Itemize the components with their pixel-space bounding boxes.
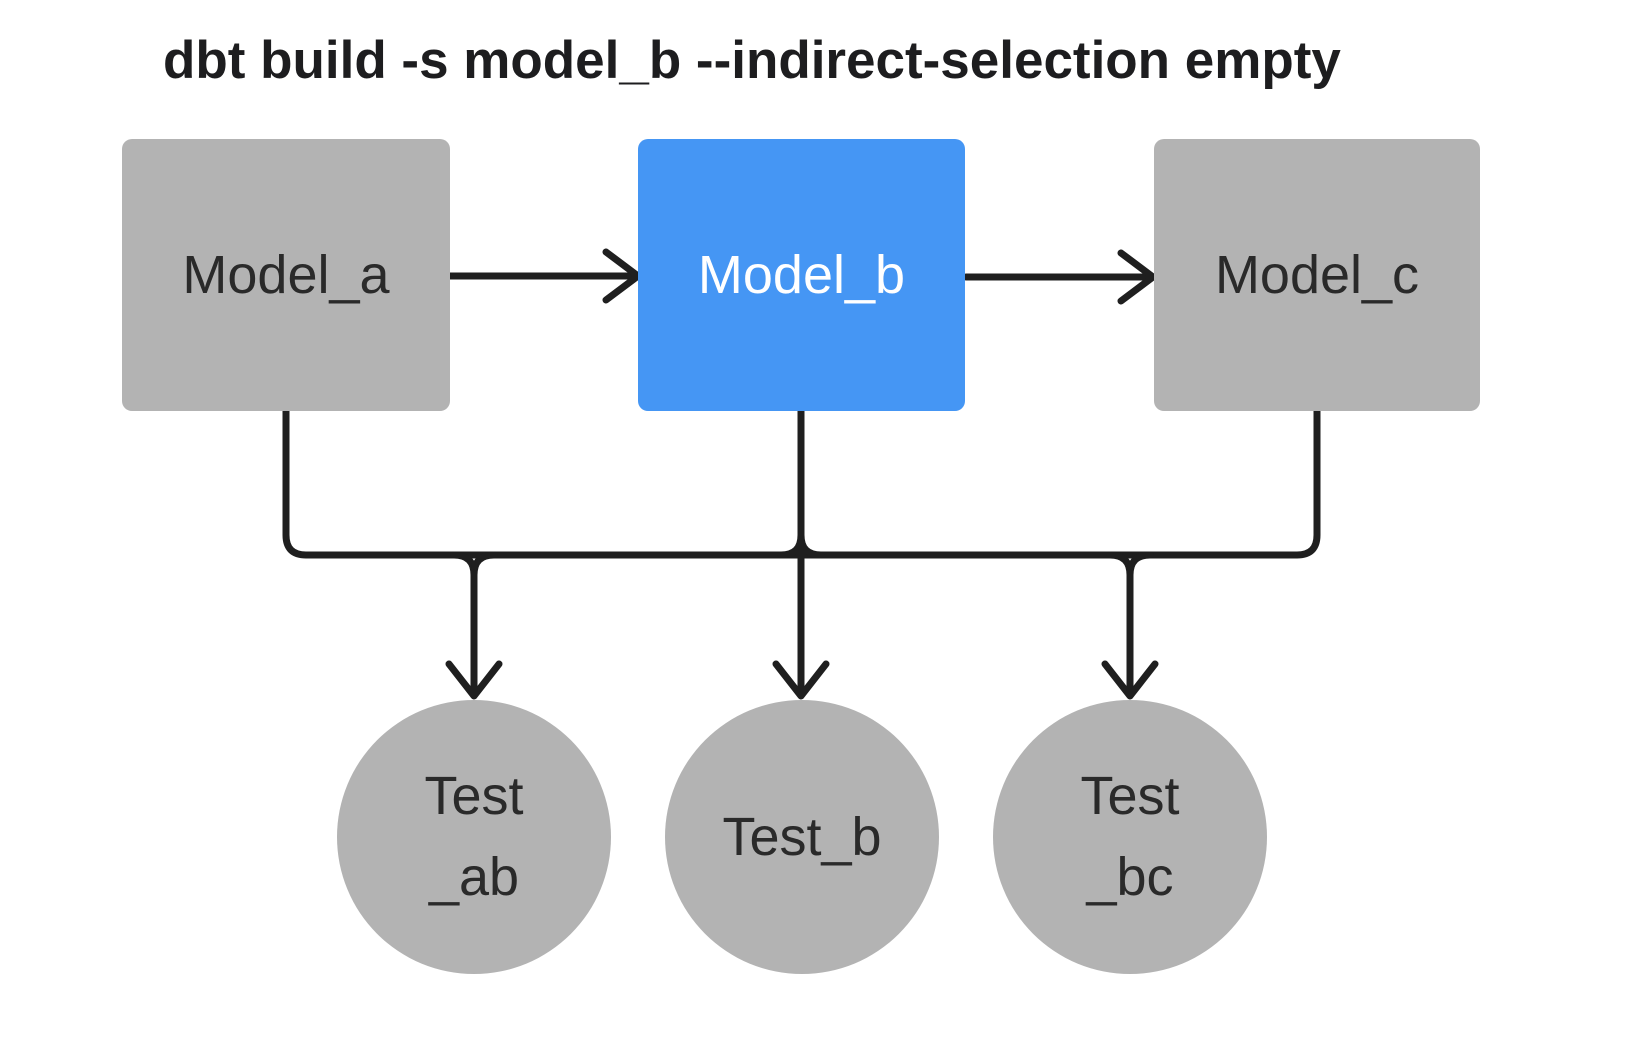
arrowhead-into-test-ab <box>445 660 503 700</box>
node-test-bc-label-line2: _bc <box>1086 847 1174 907</box>
node-test-bc-label-line1: Test <box>1080 766 1180 826</box>
arrowhead-into-model-c <box>1117 249 1157 305</box>
arrowhead-into-test-bc <box>1101 660 1159 700</box>
node-test-ab-label-line1: Test <box>424 766 524 826</box>
node-test-bc: Test _bc <box>993 700 1267 974</box>
node-model-b-label: Model_b <box>697 244 906 305</box>
command-title: dbt build -s model_b --indirect-selectio… <box>163 31 1341 90</box>
node-model-c-label: Model_c <box>1214 244 1420 305</box>
arrowhead-into-test-b <box>772 660 830 700</box>
node-test-b: Test_b <box>665 700 939 974</box>
node-model-b: Model_b <box>638 139 965 411</box>
node-model-c: Model_c <box>1154 139 1480 411</box>
node-model-a: Model_a <box>122 139 450 411</box>
node-test-ab: Test _ab <box>337 700 611 974</box>
node-test-b-label-line1: Test_b <box>722 806 882 867</box>
node-model-a-label: Model_a <box>182 244 390 305</box>
node-test-ab-label-line2: _ab <box>428 847 520 907</box>
